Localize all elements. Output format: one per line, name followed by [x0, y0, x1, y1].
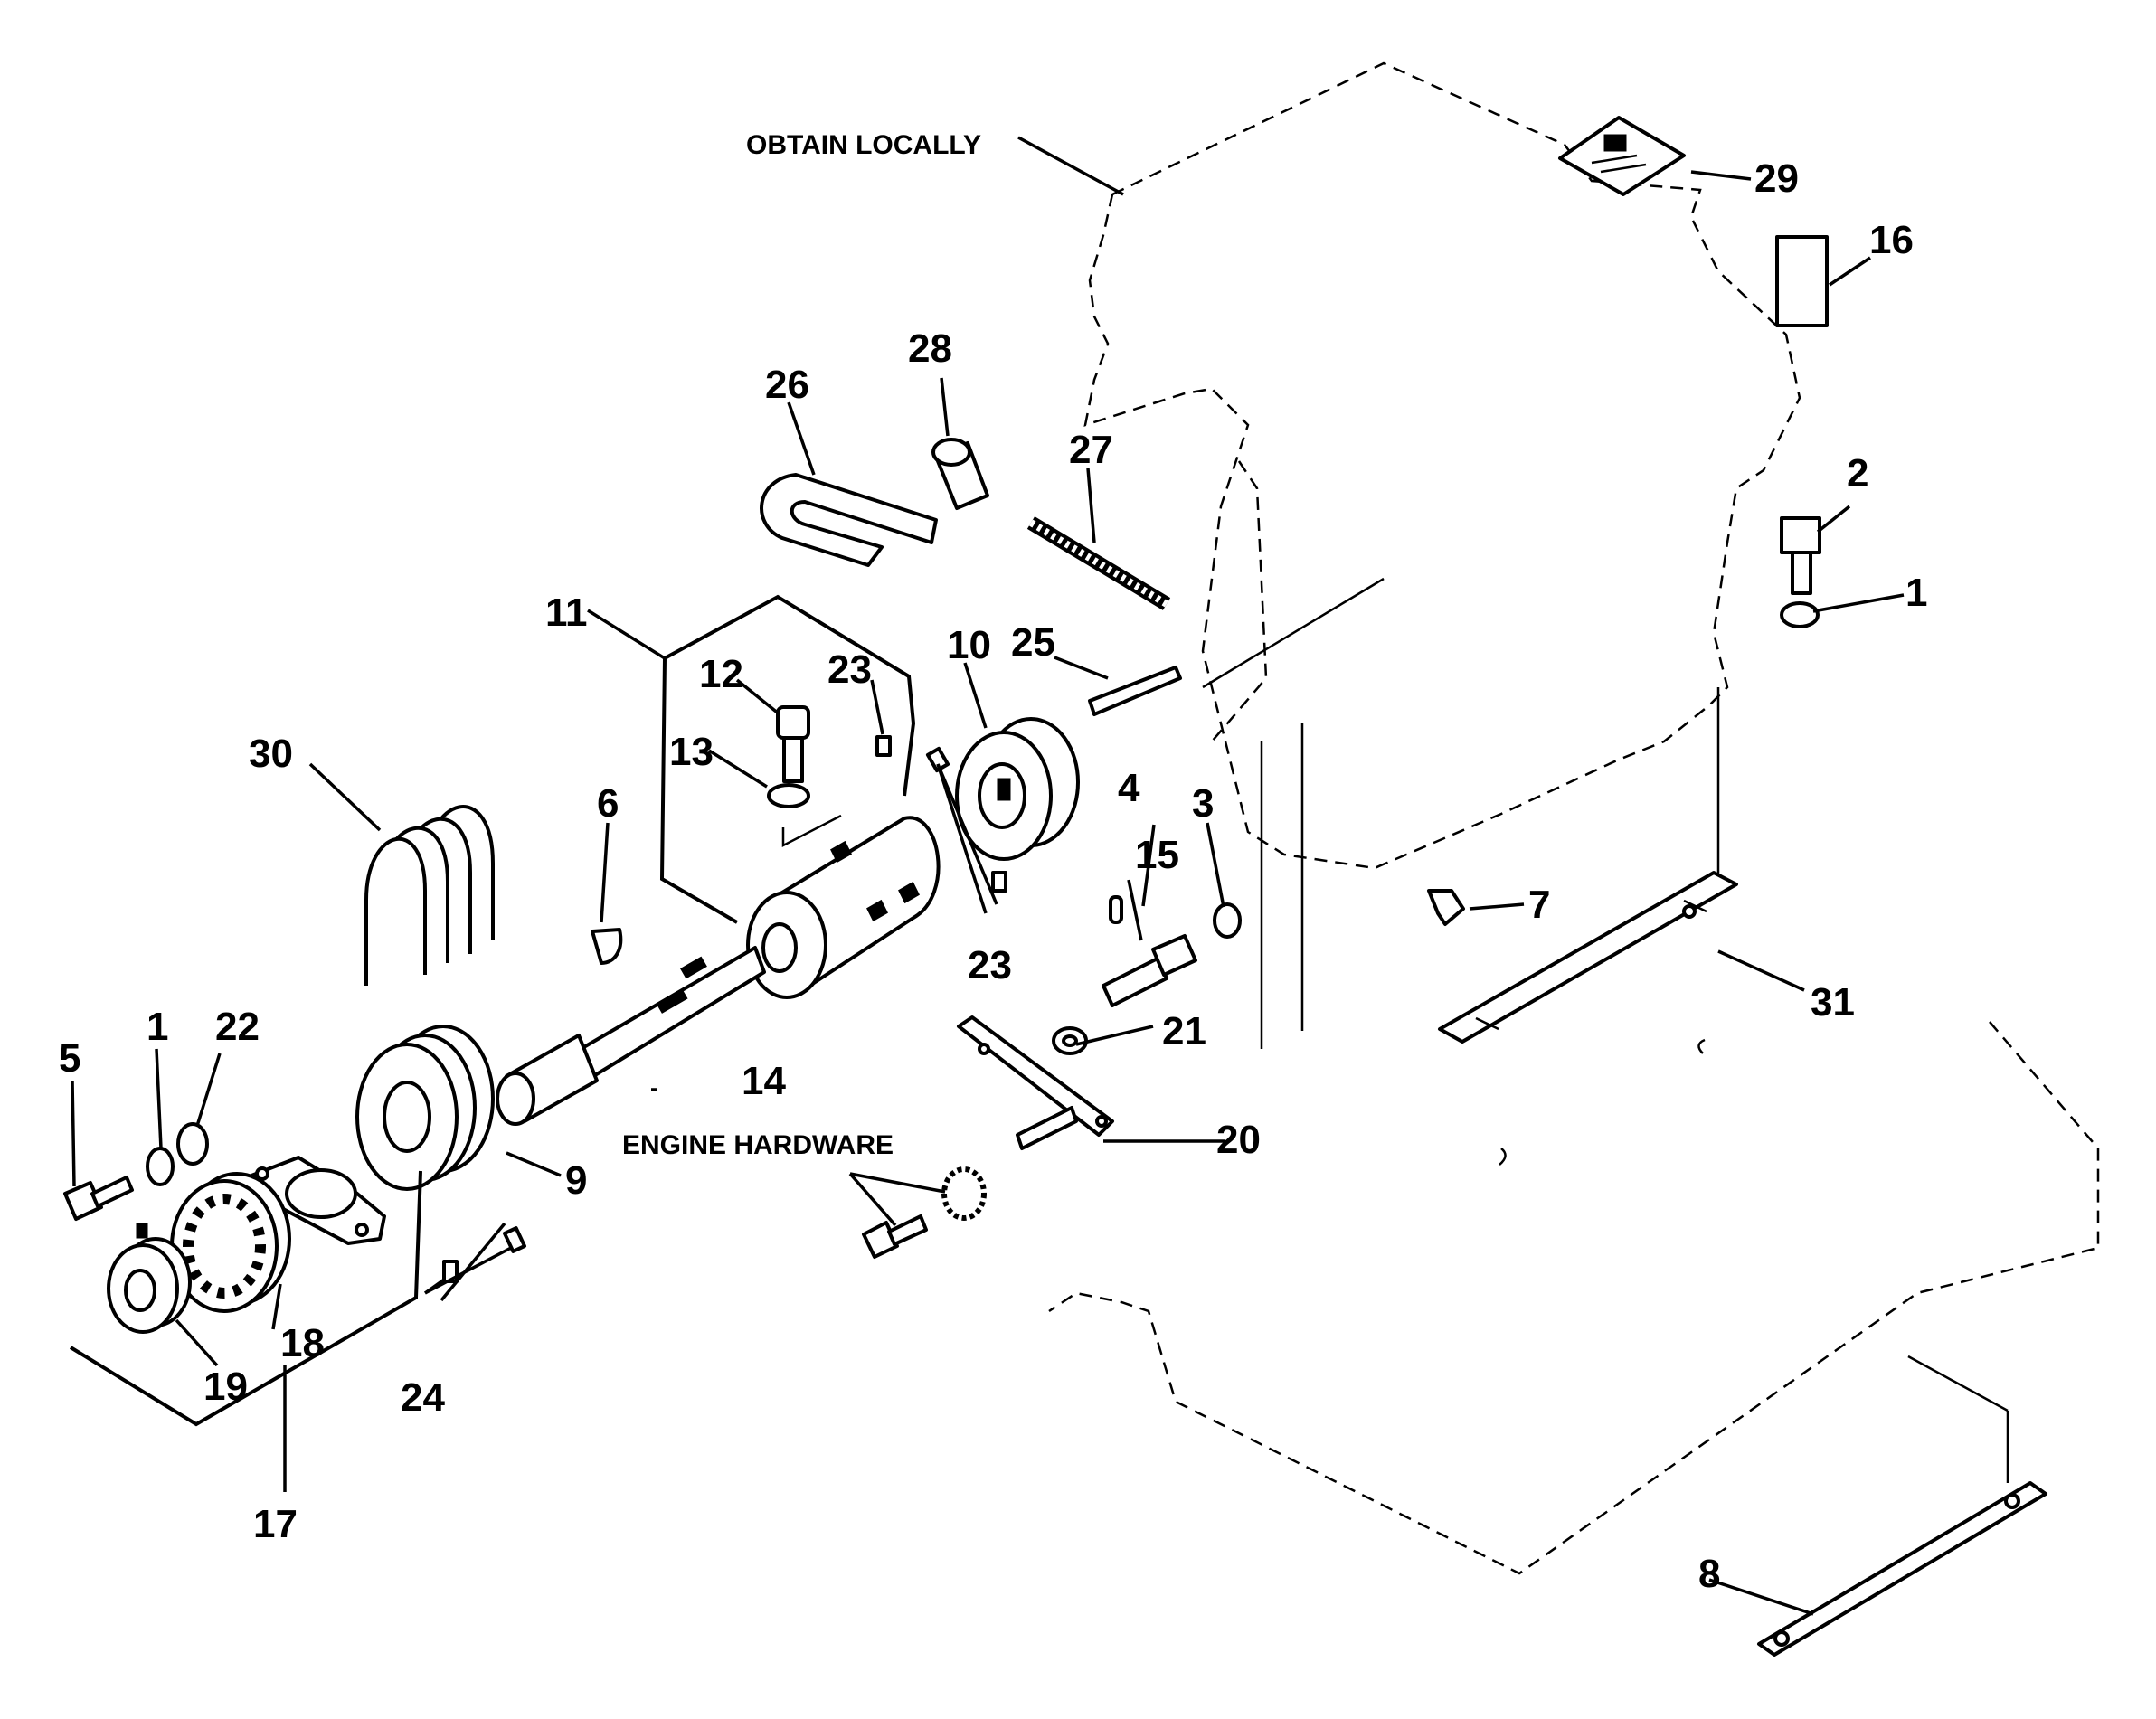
note-engine-hardware: ENGINE HARDWARE [622, 1130, 894, 1160]
key-25 [1088, 666, 1182, 716]
callout-23-bottom: 23 [968, 943, 1012, 987]
pin-4 [1109, 895, 1123, 924]
callout-4: 4 [1118, 766, 1140, 810]
callout-17: 17 [253, 1502, 298, 1546]
shaft-14 [496, 946, 766, 1126]
collar-19 [107, 1223, 192, 1334]
stud-27 [1026, 516, 1171, 610]
stud-15 [1102, 934, 1197, 1007]
callout-10: 10 [947, 623, 991, 667]
callout-15: 15 [1135, 833, 1179, 877]
callout-8: 8 [1698, 1552, 1720, 1596]
callout-27: 27 [1069, 428, 1113, 472]
callout-29: 29 [1754, 156, 1799, 201]
pulley-10 [955, 717, 1080, 861]
decal-16 [1775, 235, 1829, 327]
callout-7: 7 [1528, 883, 1550, 927]
callout-23-top: 23 [827, 647, 872, 692]
clip-7 [1427, 889, 1465, 926]
bracket-11 [659, 594, 916, 924]
coupler [746, 816, 941, 999]
setscrew-24b [503, 1226, 526, 1253]
belts-30 [364, 805, 495, 986]
screw-12 [776, 705, 810, 783]
washer-22 [176, 1122, 209, 1166]
callout-3: 3 [1192, 781, 1214, 826]
flange-17 [250, 1156, 386, 1245]
callout-30: 30 [249, 732, 293, 776]
washer-21-hole [1062, 1034, 1078, 1047]
engine-bolt [862, 1214, 928, 1259]
callout-24: 24 [401, 1375, 445, 1420]
callout-13: 13 [669, 730, 714, 774]
callout-21: 21 [1162, 1009, 1206, 1053]
callout-19: 19 [203, 1365, 248, 1409]
callout-16: 16 [1869, 218, 1914, 262]
setscrew-23a [875, 735, 892, 757]
callout-26: 26 [765, 363, 809, 407]
callout-11: 11 [545, 590, 588, 635]
setscrew-23b [925, 746, 950, 773]
callout-6: 6 [597, 781, 619, 826]
washer-1-right [1780, 601, 1820, 628]
washer-1-left [146, 1147, 175, 1186]
callout-12: 12 [699, 652, 743, 696]
plate-31 [1438, 871, 1738, 1044]
leader-lines [69, 136, 1905, 1616]
note-obtain-locally: OBTAIN LOCALLY [746, 130, 981, 160]
callout-5: 5 [59, 1036, 80, 1081]
engine-outline [1048, 61, 2100, 1575]
setscrew-23c [991, 871, 1007, 893]
washer-3 [1213, 902, 1242, 939]
callout-14: 14 [742, 1059, 786, 1103]
decal-29 [1558, 116, 1686, 196]
spacer-28 [931, 438, 989, 510]
callout-28: 28 [908, 326, 952, 371]
key-6 [591, 928, 623, 965]
u-bolt-26 [760, 473, 938, 567]
callout-25: 25 [1011, 620, 1055, 665]
callout-labels: OBTAIN LOCALLY ENGINE HARDWARE 29 16 2 1… [59, 130, 1927, 1596]
callout-18: 18 [280, 1321, 325, 1365]
callout-1-left: 1 [147, 1005, 168, 1049]
bolt-5 [63, 1176, 134, 1221]
pulley-9 [355, 1025, 495, 1191]
callout-20: 20 [1216, 1118, 1261, 1162]
callout-2: 2 [1847, 451, 1868, 496]
callout-22: 22 [215, 1005, 260, 1049]
callout-9: 9 [565, 1158, 587, 1203]
bolt-2 [1780, 516, 1821, 595]
callout-31: 31 [1811, 980, 1855, 1025]
bracket-20 [957, 1015, 1114, 1150]
washer-13 [767, 783, 810, 808]
bar-8 [1757, 1481, 2047, 1657]
callout-1-right: 1 [1905, 571, 1927, 615]
engine-lockwasher [941, 1166, 987, 1221]
